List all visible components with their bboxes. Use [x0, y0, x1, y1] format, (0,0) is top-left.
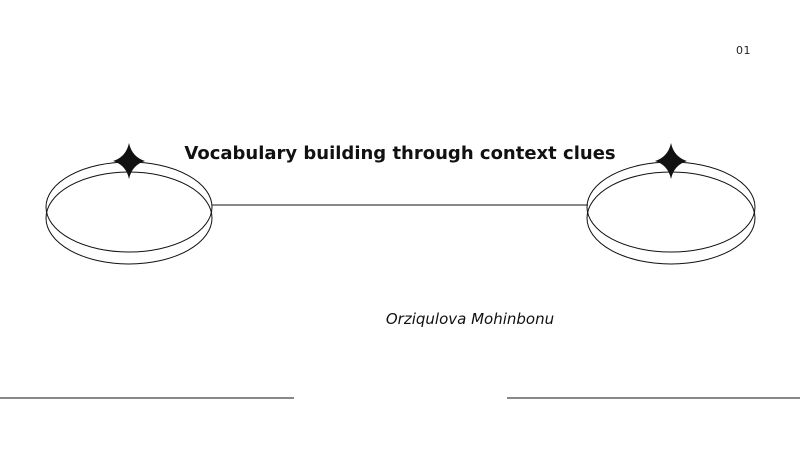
sparkle-icon: [655, 143, 687, 179]
slide-title: Vocabulary building through context clue…: [184, 143, 616, 164]
author-name: Orziqulova Mohinbonu: [385, 310, 555, 328]
sparkle-icon: [113, 143, 145, 179]
page-number: 01: [736, 44, 751, 57]
